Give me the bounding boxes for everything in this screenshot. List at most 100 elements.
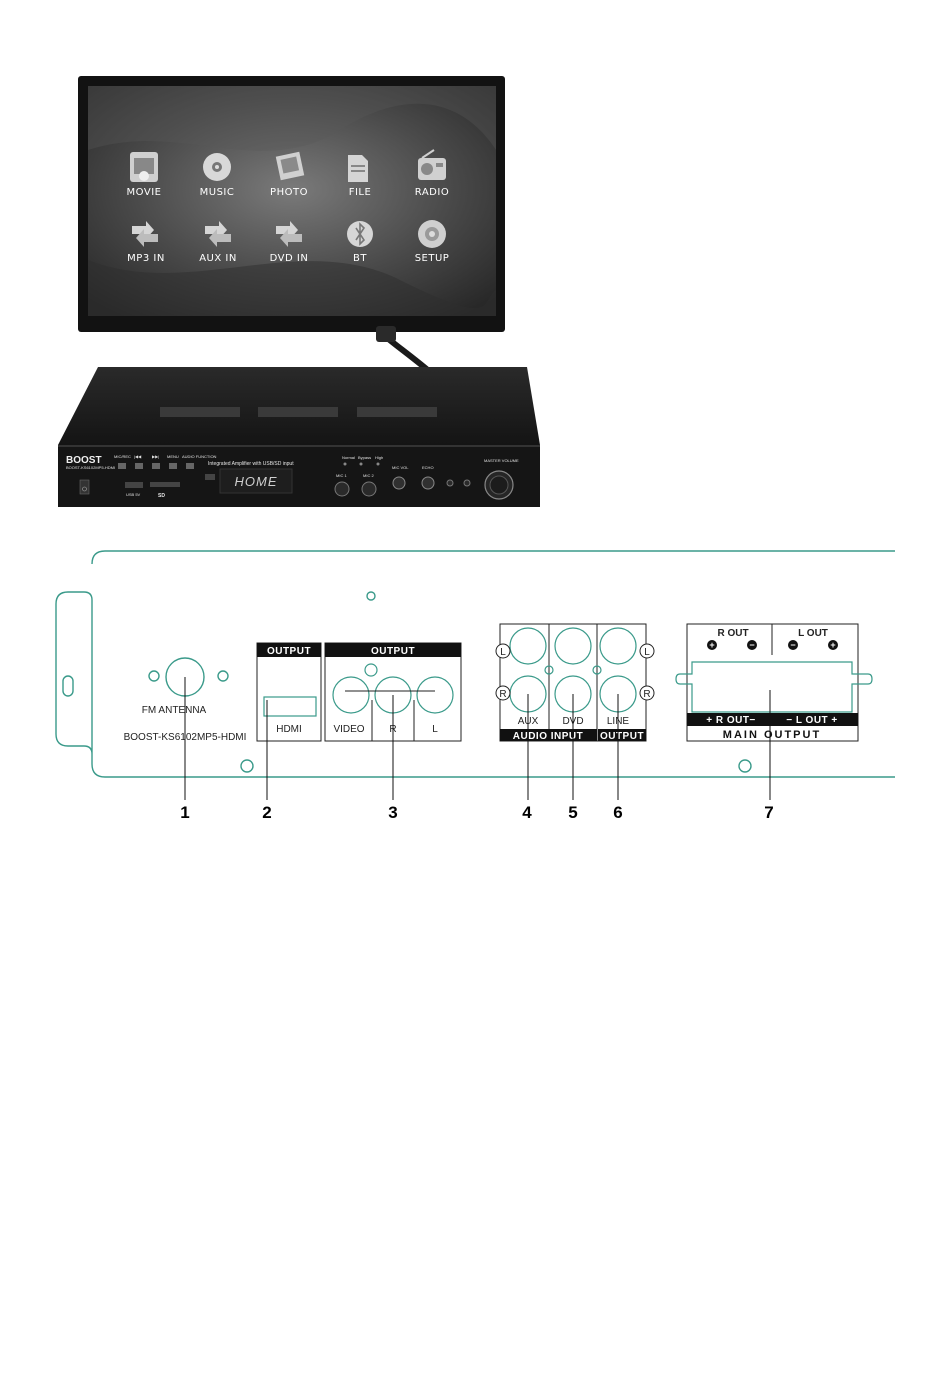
front-buttons: MIC/REC |◀◀ ▶▶| MENU AUDIO FUNCTION: [114, 454, 217, 469]
mic2-jack[interactable]: [361, 481, 377, 497]
master-volume-label: MASTER VOLUME: [484, 458, 519, 463]
minus-terminal-icon: [747, 640, 757, 650]
mp3-in-icon[interactable]: [132, 221, 158, 247]
ir-sensor: [205, 474, 215, 480]
r-out-label: R OUT: [717, 628, 748, 639]
display-text: HOME: [235, 474, 278, 489]
mic1-jack[interactable]: [334, 481, 350, 497]
screw-hole: [592, 665, 602, 675]
callout-3: 3: [388, 803, 397, 822]
file-icon[interactable]: [348, 155, 368, 182]
mount-slot: [62, 675, 74, 697]
sd-slot[interactable]: [150, 482, 180, 487]
mic-rec-button[interactable]: [118, 463, 126, 469]
usb-label: USB 5V: [126, 492, 141, 497]
sd-label: SD: [158, 493, 165, 499]
plus-sign: +: [830, 640, 835, 650]
menu-dvd-in-label: DVD IN: [270, 253, 309, 264]
tv: MOVIE MUSIC PHOTO FILE RADIO MP3 IN AUX …: [78, 76, 505, 375]
callout-4: 4: [522, 803, 532, 822]
amp-title: Integrated Amplifier with USB/SD input: [208, 461, 294, 467]
mode-bypass-label: Bypass: [358, 455, 371, 460]
right-channel-label: R: [499, 689, 506, 700]
menu-file-label: FILE: [349, 187, 372, 198]
mic-vol-knob[interactable]: [392, 476, 406, 490]
line-output-bar: [598, 729, 646, 741]
rear-panel: [55, 550, 895, 778]
hdmi-label: HDMI: [276, 724, 302, 735]
left-channel-label: L: [500, 647, 506, 658]
right-channel-marker: [495, 685, 511, 701]
mode-led: [359, 462, 363, 466]
button-label-audio-function: AUDIO FUNCTION: [182, 454, 217, 459]
av-header: [325, 643, 461, 657]
brand-logo: BOOST: [66, 455, 102, 466]
audio-l-jack[interactable]: [416, 676, 454, 714]
button-label-prev: |◀◀: [134, 454, 142, 459]
right-channel-label: R: [643, 689, 650, 700]
display-window: [219, 468, 293, 494]
bluetooth-icon[interactable]: [347, 221, 373, 247]
hdmi-output-section: OUTPUT HDMI: [256, 642, 322, 742]
screw-hole: [738, 759, 752, 773]
dvd-l-jack[interactable]: [554, 627, 592, 665]
hdmi-port[interactable]: [263, 696, 317, 717]
screw-hole: [217, 670, 229, 682]
mic1-label: MIC 1: [336, 473, 347, 478]
screw-hole: [148, 670, 160, 682]
menu-button[interactable]: [169, 463, 177, 469]
usb-port[interactable]: [125, 482, 143, 488]
l-out-label: L OUT: [798, 628, 828, 639]
cable-ferrite: [376, 326, 396, 342]
minus-sign: −: [749, 640, 754, 650]
menu-music-label: MUSIC: [200, 187, 235, 198]
video-jack[interactable]: [332, 676, 370, 714]
callout-lines: [184, 677, 771, 800]
mode-normal-label: Normal: [342, 455, 355, 460]
menu-radio-label: RADIO: [415, 187, 449, 198]
right-channel-marker: [639, 685, 655, 701]
video-label: VIDEO: [333, 724, 364, 735]
main-output-label: MAIN OUTPUT: [723, 729, 821, 741]
aux-l-jack[interactable]: [509, 627, 547, 665]
headphone-icon[interactable]: [463, 479, 471, 487]
r-out-bottom-label: + R OUT−: [706, 715, 756, 726]
audio-function-button[interactable]: [186, 463, 194, 469]
plus-terminal-icon: [707, 640, 717, 650]
menu-mp3-in-label: MP3 IN: [127, 253, 165, 264]
echo-knob[interactable]: [421, 476, 435, 490]
movie-icon[interactable]: [130, 152, 158, 182]
mic2-label: MIC 2: [363, 473, 374, 478]
radio-icon[interactable]: [418, 149, 446, 180]
music-icon[interactable]: [203, 153, 231, 181]
button-label-next: ▶▶|: [152, 454, 159, 459]
front-panel: [58, 445, 540, 507]
button-label-menu: MENU: [167, 454, 179, 459]
aux-in-icon[interactable]: [205, 221, 231, 247]
amplifier-front: BOOST BOOST-KS6102MP5-HDMI MIC/REC |◀◀ ▶…: [58, 367, 540, 507]
speaker-terminal-block[interactable]: [675, 661, 873, 713]
mode-led: [376, 462, 380, 466]
vent-slots: [160, 407, 437, 417]
left-channel-marker: [495, 643, 511, 659]
next-button[interactable]: [152, 463, 160, 469]
main-output-section: R OUT L OUT + − − + + R OUT− − L OUT + M…: [675, 623, 873, 742]
menu-aux-in-label: AUX IN: [199, 253, 237, 264]
line-output-label: OUTPUT: [600, 731, 644, 742]
left-channel-label: L: [644, 647, 650, 658]
chassis-outline: [55, 550, 895, 778]
photo-icon[interactable]: [275, 151, 305, 181]
aux-in-jack[interactable]: [446, 479, 454, 487]
callout-6: 6: [613, 803, 622, 822]
screen-wave: [88, 86, 496, 151]
setup-gear-icon[interactable]: [418, 220, 446, 248]
screw-hole: [544, 665, 554, 675]
l-out-bottom-label: − L OUT +: [786, 715, 838, 726]
hdmi-output-header: OUTPUT: [267, 646, 311, 657]
callout-5: 5: [568, 803, 577, 822]
prev-button[interactable]: [135, 463, 143, 469]
dvd-in-icon[interactable]: [276, 221, 302, 247]
line-l-jack[interactable]: [599, 627, 637, 665]
mode-led: [343, 462, 347, 466]
